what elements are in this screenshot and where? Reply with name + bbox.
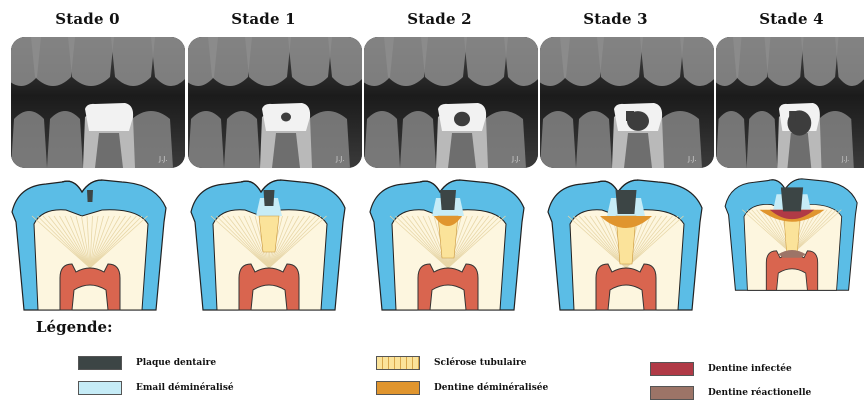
legend-item-dentine-demin: Dentine déminéralisée bbox=[376, 381, 548, 395]
xray-image-0: J.J. bbox=[11, 37, 185, 168]
stage-1-title: Stade 1 bbox=[176, 10, 351, 28]
legend-item-plaque: Plaque dentaire bbox=[78, 356, 216, 370]
tooth-diagram-stage-2 bbox=[364, 172, 532, 312]
xray-image-1: J.J. bbox=[188, 37, 362, 168]
legend-label-dentine-demin: Dentine déminéralisée bbox=[434, 383, 548, 393]
xray-image-4: J.J. bbox=[716, 37, 864, 168]
tooth-diagram-stage-1 bbox=[185, 172, 353, 312]
stage-0-title: Stade 0 bbox=[0, 10, 175, 28]
legend-item-sclerose: Sclérose tubulaire bbox=[376, 356, 526, 370]
xray-stage-4: J.J. bbox=[716, 37, 864, 168]
xray-stage-2: J.J. bbox=[364, 37, 538, 168]
xray-image-3: J.J. bbox=[540, 37, 714, 168]
dental-plaque bbox=[87, 190, 93, 202]
legend-title: Légende: bbox=[36, 318, 113, 336]
dental-plaque bbox=[440, 190, 456, 210]
xray-stage-3: J.J. bbox=[540, 37, 714, 168]
tooth-svg-0 bbox=[6, 172, 174, 312]
legend-label-plaque: Plaque dentaire bbox=[136, 358, 216, 368]
xray-watermark-2: J.J. bbox=[511, 155, 521, 163]
legend-swatch-dentine-reactionelle bbox=[650, 386, 694, 400]
xray-stage-1: J.J. bbox=[188, 37, 362, 168]
legend-item-email: Email déminéralisé bbox=[78, 381, 234, 395]
stage-2-title: Stade 2 bbox=[352, 10, 527, 28]
legend-swatch-dentine-infectee bbox=[650, 362, 694, 376]
xray-stage-0: J.J. bbox=[11, 37, 185, 168]
dental-plaque bbox=[616, 190, 637, 214]
dental-plaque bbox=[264, 190, 275, 206]
legend-item-dentine-reactionelle: Dentine réactionelle bbox=[650, 386, 811, 400]
tooth-diagram-stage-3 bbox=[542, 172, 710, 312]
xray-watermark-4: J.J. bbox=[841, 155, 849, 164]
legend-label-dentine-reactionelle: Dentine réactionelle bbox=[708, 388, 811, 398]
legend-swatch-dentine-demin bbox=[376, 381, 420, 395]
tooth-svg-2 bbox=[364, 172, 532, 312]
legend-label-dentine-infectee: Dentine infectée bbox=[708, 364, 792, 374]
tooth-diagram-stage-4 bbox=[720, 172, 864, 312]
stage-4-title: Stade 4 bbox=[704, 10, 864, 28]
stage-3-title: Stade 3 bbox=[528, 10, 703, 28]
tooth-svg-1 bbox=[185, 172, 353, 312]
dental-plaque bbox=[781, 187, 803, 211]
legend-swatch-sclerose bbox=[376, 356, 420, 370]
xray-image-2: J.J. bbox=[364, 37, 538, 168]
xray-watermark-1: J.J. bbox=[335, 155, 345, 163]
legend-swatch-plaque bbox=[78, 356, 122, 370]
legend-label-email: Email déminéralisé bbox=[136, 383, 234, 393]
legend-item-dentine-infectee: Dentine infectée bbox=[650, 362, 792, 376]
tooth-svg-4 bbox=[720, 172, 864, 312]
tooth-svg-3 bbox=[542, 172, 710, 312]
legend-label-sclerose: Sclérose tubulaire bbox=[434, 358, 526, 368]
xray-watermark-0: J.J. bbox=[158, 155, 168, 163]
xray-watermark-3: J.J. bbox=[687, 155, 697, 163]
tooth-diagram-stage-0 bbox=[6, 172, 174, 312]
legend-swatch-email bbox=[78, 381, 122, 395]
